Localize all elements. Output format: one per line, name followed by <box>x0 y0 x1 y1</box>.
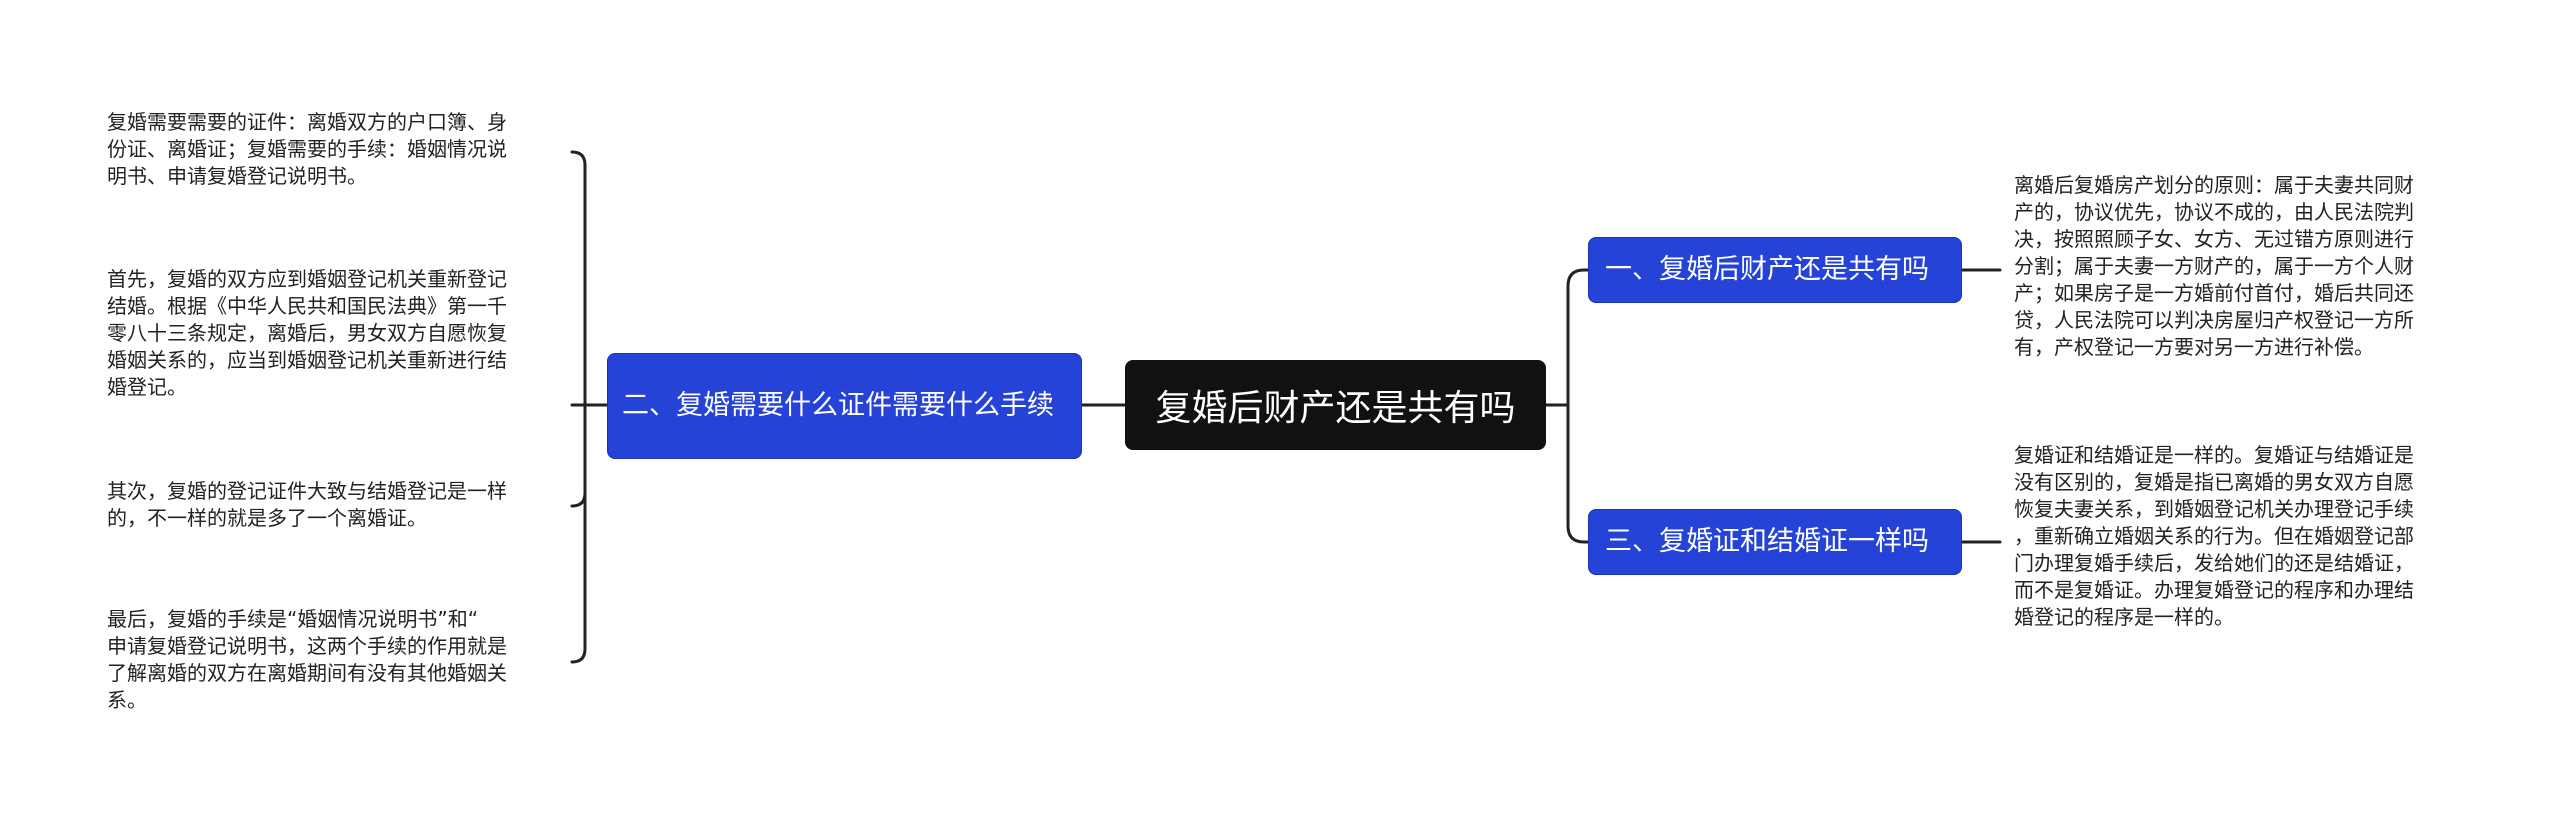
branch-label: 一、复婚后财产还是共有吗 <box>1605 254 1929 285</box>
branch-node-documents-procedures[interactable]: 二、复婚需要什么证件需要什么手续 <box>607 353 1082 459</box>
leaf-text-property-division: 离婚后复婚房产划分的原则：属于夫妻共同财 产的，协议优先，协议不成的，由人民法院… <box>2014 173 2414 359</box>
connector-left-bracket <box>570 150 587 664</box>
connector-right-spine <box>1566 268 1590 544</box>
leaf-text-last-step: 最后，复婚的手续是“婚姻情况说明书”和“ 申请复婚登记说明书，这两个手续的作用就… <box>107 607 507 712</box>
branch-label: 二、复婚需要什么证件需要什么手续 <box>622 390 1054 421</box>
branch-node-property-shared[interactable]: 一、复婚后财产还是共有吗 <box>1588 237 1962 303</box>
leaf-text-documents: 复婚需要需要的证件：离婚双方的户口簿、身 份证、离婚证；复婚需要的手续：婚姻情况… <box>107 110 507 188</box>
leaf-text-first-step: 首先，复婚的双方应到婚姻登记机关重新登记 结婚。根据《中华人民共和国民法典》第一… <box>107 267 507 399</box>
branch-node-certificate-same[interactable]: 三、复婚证和结婚证一样吗 <box>1588 509 1962 575</box>
root-node[interactable]: 复婚后财产还是共有吗 <box>1125 360 1546 450</box>
leaf-text-certificate: 复婚证和结婚证是一样的。复婚证与结婚证是 没有区别的，复婚是指已离婚的男女双方自… <box>2014 443 2414 629</box>
branch-label: 三、复婚证和结婚证一样吗 <box>1605 526 1929 557</box>
leaf-text-second-step: 其次，复婚的登记证件大致与结婚登记是一样 的，不一样的就是多了一个离婚证。 <box>107 479 507 530</box>
root-label: 复婚后财产还是共有吗 <box>1155 388 1516 429</box>
connector-left-tick-3 <box>570 491 587 508</box>
